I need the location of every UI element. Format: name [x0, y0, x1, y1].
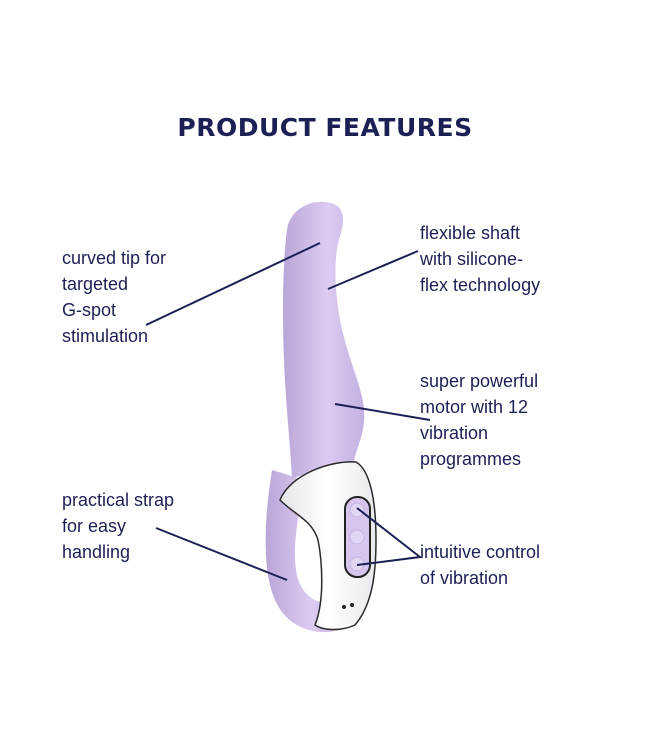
feature-text-line: for easy — [62, 516, 127, 536]
feature-text-line: motor with 12 — [420, 397, 529, 417]
plus-button-icon — [349, 502, 365, 518]
feature-text-line: stimulation — [62, 326, 149, 346]
feature-text-line: handling — [62, 542, 131, 562]
strap-shape — [265, 470, 348, 633]
leader-lines — [145, 242, 431, 581]
feature-text-line: intuitive control — [420, 542, 541, 562]
feature-flexible-shaft: flexible shaft with silicone- flex techn… — [420, 220, 540, 298]
feature-intuitive-control: intuitive control of vibration — [420, 539, 540, 591]
shaft-shape — [283, 201, 365, 478]
feature-powerful-motor: super powerful motor with 12 vibration p… — [420, 368, 538, 472]
feature-text-line: targeted — [62, 274, 129, 294]
charging-contact-icon — [342, 605, 346, 609]
feature-text-line: of vibration — [420, 568, 509, 588]
leader-line-curved-tip — [145, 242, 321, 326]
feature-text-line: flexible shaft — [420, 223, 521, 243]
feature-text-line: vibration — [420, 423, 489, 443]
power-button-icon — [349, 529, 365, 545]
feature-text-line: super powerful — [420, 371, 539, 391]
feature-text-line: flex technology — [420, 275, 541, 295]
leader-line-strap — [155, 527, 288, 581]
charging-contact-icon — [350, 603, 354, 607]
leader-line-controls — [356, 507, 423, 566]
feature-text-line: G-spot — [62, 300, 117, 320]
feature-text-line: with silicone- — [420, 249, 524, 269]
feature-text-line: curved tip for — [62, 248, 167, 268]
feature-curved-tip: curved tip for targeted G-spot stimulati… — [62, 245, 166, 349]
leader-line-flexible-shaft — [327, 250, 419, 290]
feature-text-line: programmes — [420, 449, 522, 469]
leader-line-motor — [334, 403, 431, 421]
feature-practical-strap: practical strap for easy handling — [62, 487, 174, 565]
feature-text-line: practical strap — [62, 490, 175, 510]
page-title: PRODUCT FEATURES — [177, 113, 473, 142]
